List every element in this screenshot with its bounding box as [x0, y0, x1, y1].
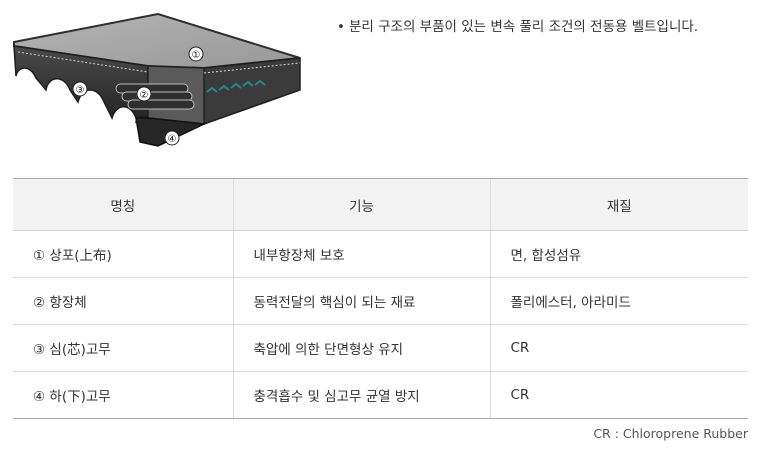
product-description: •분리 구조의 부품이 있는 변속 풀리 조건의 전동용 벨트입니다.	[337, 15, 698, 35]
bullet: •	[337, 19, 345, 35]
callout-2: ②	[136, 86, 152, 102]
svg-text:①: ①	[192, 50, 201, 61]
canvas-stitch-line	[203, 62, 301, 74]
table-row: ① 상포(上布) 내부항장체 보호 면, 합성섬유	[13, 230, 748, 278]
table-row: ② 항장체 동력전달의 핵심이 되는 재료 폴리에스터, 아라미드	[13, 277, 748, 325]
callout-1: ①	[188, 46, 204, 62]
table-header-row: 명칭 기능 재질	[13, 178, 748, 231]
cell-name: ② 항장체	[13, 277, 233, 325]
cell-name: ③ 심(芯)고무	[13, 324, 233, 372]
callout-4: ④	[164, 130, 180, 146]
cell-material: 폴리에스터, 아라미드	[489, 277, 748, 325]
table-row: ③ 심(芯)고무 축압에 의한 단면형상 유지 CR	[13, 324, 748, 372]
cell-function: 내부항장체 보호	[232, 230, 490, 278]
table-row: ④ 하(下)고무 충격흡수 및 심고무 균열 방지 CR	[13, 371, 748, 419]
header-material: 재질	[489, 178, 748, 231]
cell-function: 동력전달의 핵심이 되는 재료	[232, 277, 490, 325]
cell-name: ① 상포(上布)	[13, 230, 233, 278]
material-footnote: CR : Chloroprene Rubber	[593, 426, 748, 441]
header-function: 기능	[232, 178, 490, 231]
cell-function: 충격흡수 및 심고무 균열 방지	[232, 371, 490, 419]
cell-material: CR	[489, 324, 748, 372]
cell-material: 면, 합성섬유	[489, 230, 748, 278]
tension-cords	[115, 79, 266, 110]
description-text: 분리 구조의 부품이 있는 변속 풀리 조건의 전동용 벨트입니다.	[348, 19, 699, 35]
svg-text:②: ②	[140, 90, 149, 101]
canvas-stitch-line	[17, 51, 149, 73]
cell-name: ④ 하(下)고무	[13, 371, 233, 419]
cell-function: 축압에 의한 단면형상 유지	[232, 324, 490, 372]
header-name: 명칭	[13, 178, 233, 231]
svg-text:④: ④	[168, 134, 177, 145]
svg-text:③: ③	[76, 85, 85, 96]
cell-material: CR	[489, 371, 748, 419]
callout-3: ③	[72, 81, 88, 97]
belt-cross-section-diagram: ① ② ③ ④	[13, 12, 301, 147]
component-spec-table: 명칭 기능 재질 ① 상포(上布) 내부항장체 보호 면, 합성섬유 ② 항장체…	[13, 178, 748, 419]
